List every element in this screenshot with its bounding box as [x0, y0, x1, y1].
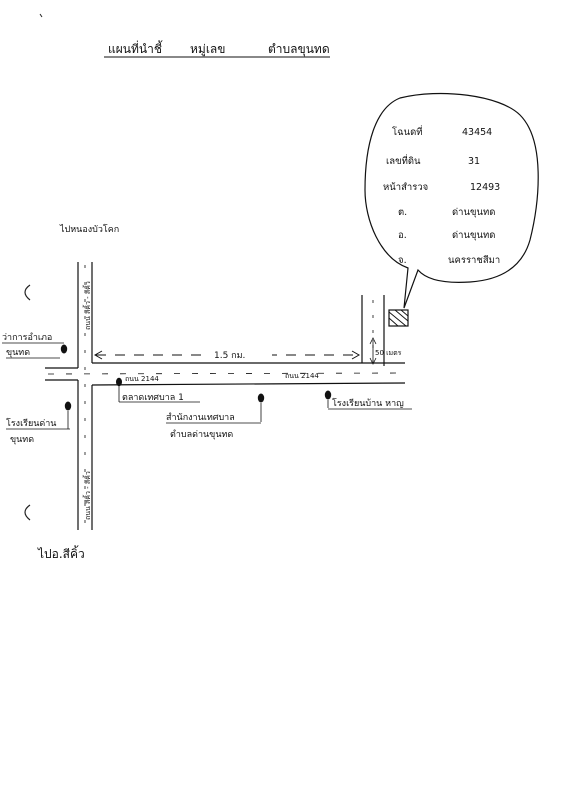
vertical-road-lower-label: ถนน สีคิ้ว - สีคิ้ว	[81, 471, 92, 520]
land-plot	[388, 309, 409, 327]
punch-hole-mark	[24, 284, 31, 301]
vertical-road	[77, 262, 93, 530]
info-bubble	[364, 92, 539, 309]
bubble-label-0: โฉนดที่	[392, 125, 423, 138]
title-part1: แผนที่นำชี้	[108, 40, 163, 56]
corner-mark	[39, 13, 43, 18]
horizontal-road	[45, 362, 406, 386]
vertical-road-upper-label: ถนน สีคิ้ว - สีคิ้ว	[81, 281, 92, 330]
bubble-value-0: 43454	[462, 127, 492, 138]
bubble-label-5: จ.	[398, 255, 407, 266]
school-label: โรงเรียนบ้าน หาญ	[332, 398, 404, 409]
landmark-district-office: ว่าการอำเภอ ขุนทด	[2, 332, 68, 359]
title-part3: ตำบลขุนทด	[268, 42, 330, 57]
direction-south-label: ไปอ.สีคิ้ว	[37, 545, 85, 561]
small-distance-label: 50 เมตร	[375, 349, 402, 357]
bubble-value-3: ด่านขุนทด	[452, 207, 495, 218]
market-label: ตลาดเทศบาล 1	[122, 393, 184, 403]
side-road	[361, 295, 385, 366]
bubble-table: โฉนดที่ 43454 เลขที่ดิน 31 หน้าสำรวจ 124…	[383, 125, 500, 266]
landmark-dot	[324, 390, 332, 400]
landmark-dot	[257, 393, 265, 403]
distance-arrow	[93, 350, 361, 360]
distance-label-bg	[210, 345, 272, 359]
landmark-dot	[64, 401, 72, 411]
bubble-value-5: นครราชสีมา	[448, 254, 500, 266]
bubble-label-3: ต.	[398, 207, 407, 218]
distance-label: 1.5 กม.	[214, 351, 245, 361]
horizontal-road-label-a: ถนน 2144	[125, 375, 159, 383]
direction-north-label: ไปหนองบัวโคก	[59, 224, 119, 235]
landmark-municipal-office: สำนักงานเทศบาล ตำบลด่านขุนทด	[166, 393, 265, 440]
landmark-dot	[60, 344, 68, 354]
municipal-label-2: ตำบลด่านขุนทด	[170, 429, 233, 440]
district-office-label-2: ขุนทด	[6, 348, 30, 358]
bubble-label-2: หน้าสำรวจ	[383, 182, 428, 193]
bubble-value-4: ด่านขุนทด	[452, 230, 495, 241]
punch-hole-mark	[24, 504, 31, 521]
house-label-1: โรงเรียนด่าน	[6, 418, 56, 429]
district-office-label-1: ว่าการอำเภอ	[2, 332, 52, 343]
bubble-label-1: เลขที่ดิน	[386, 154, 421, 167]
landmark-school: โรงเรียนบ้าน หาญ	[324, 390, 412, 410]
landmark-dot	[116, 377, 122, 387]
landmark-house: โรงเรียนด่าน ขุนทด	[6, 401, 72, 445]
house-label-2: ขุนทด	[10, 435, 34, 445]
municipal-label-1: สำนักงานเทศบาล	[166, 412, 235, 423]
landmark-market: ตลาดเทศบาล 1	[116, 377, 200, 403]
title-part2: หมู่เลข	[190, 42, 225, 57]
bubble-label-4: อ.	[398, 230, 407, 241]
horizontal-road-label-b: ถนน 2144	[285, 372, 319, 380]
bubble-value-2: 12493	[470, 182, 500, 193]
bubble-value-1: 31	[468, 156, 480, 167]
